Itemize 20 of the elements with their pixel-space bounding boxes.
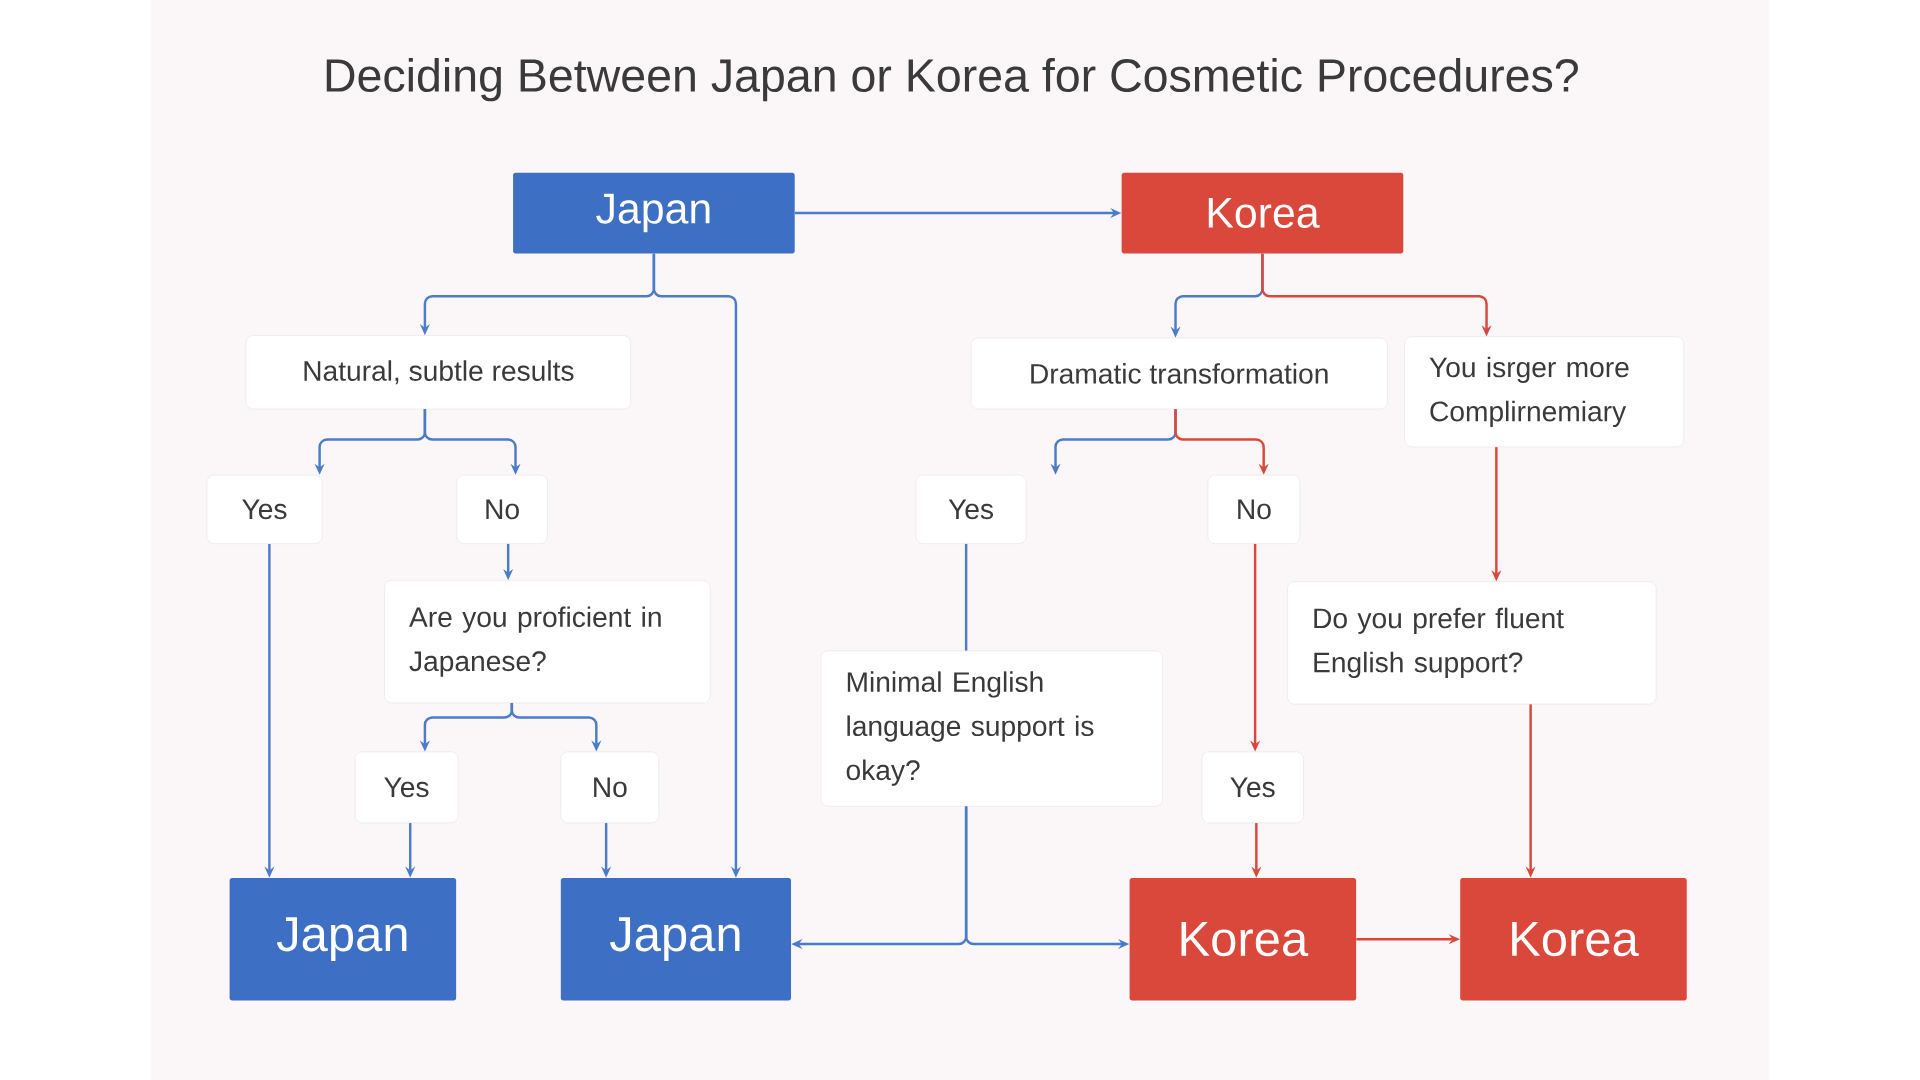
country-box: Korea	[1129, 877, 1357, 1001]
question-box: Are you proficient in Japanese?	[384, 580, 711, 704]
country-box: Japan	[560, 877, 792, 1001]
question-box: Dramatic transformation	[970, 337, 1388, 410]
question-box: Do you prefer fluent English support?	[1287, 581, 1657, 705]
country-box: Korea	[1460, 877, 1687, 1001]
country-box: Japan	[513, 172, 795, 254]
answer-box: Yes	[206, 474, 323, 544]
question-box: Minimal English language support is okay?	[820, 650, 1163, 807]
question-box: You isrger more Complirnemiary	[1404, 336, 1684, 448]
answer-box: Yes	[354, 751, 459, 824]
title: Deciding Between Japan or Korea for Cosmetic Procedures?	[326, 57, 1578, 102]
answer-box: No	[456, 474, 548, 544]
answer-box: No	[1207, 474, 1301, 544]
answer-box: Yes	[915, 474, 1027, 544]
answer-box: No	[560, 751, 660, 824]
question-box: Natural, subtle results	[245, 335, 631, 410]
answer-box: Yes	[1201, 751, 1304, 824]
country-box: Korea	[1121, 172, 1404, 254]
country-box: Japan	[229, 877, 457, 1001]
